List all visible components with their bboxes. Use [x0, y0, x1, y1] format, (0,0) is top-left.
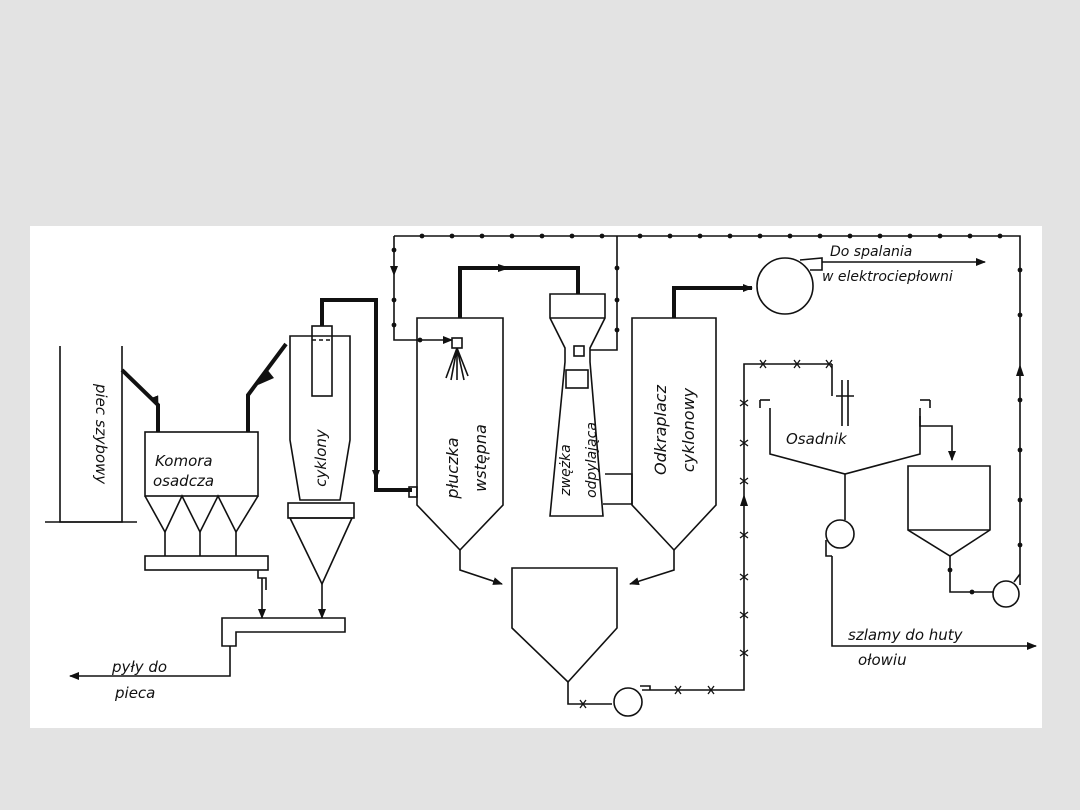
circulation-pump	[579, 359, 833, 717]
label-spalania-2: w elektrociepłowni	[822, 269, 953, 285]
gas-line-furnace-chamber	[120, 368, 160, 432]
gas-line-cyclones-scrubber	[320, 298, 412, 492]
label-piec-szybowy: piec szybowy	[92, 383, 110, 485]
cyclones: cyklony	[287, 325, 355, 586]
label-pluczka-2: wstępna	[471, 424, 490, 492]
label-pyly-2: pieca	[114, 684, 155, 702]
shaft-furnace: piec szybowy	[45, 346, 137, 523]
exhaust-fan: Do spalania w elektrociepłowni	[756, 244, 986, 315]
settling-chamber: Komora osadcza	[144, 431, 269, 590]
label-komora-1: Komora	[155, 452, 213, 470]
settler: Osadnik	[759, 364, 956, 520]
venturi-scrubber: zwężka odpylająca	[549, 293, 606, 517]
label-komora-2: osadcza	[153, 472, 214, 490]
gas-line-chamber-cyclones	[246, 342, 288, 432]
label-odkraplacz-2: cyklonowy	[679, 387, 698, 472]
label-spalania-1: Do spalania	[830, 244, 912, 260]
label-pyly-1: pyły do	[111, 658, 167, 676]
cyclone-droplet-separator: Odkraplacz cyklonowy	[631, 317, 717, 552]
label-zwezka-1: zwężka	[558, 444, 574, 496]
label-cyklony: cyklony	[312, 428, 330, 487]
label-zwezka-2: odpylająca	[584, 422, 600, 498]
label-szlamy-2: ołowiu	[858, 651, 907, 669]
clarified-water-tank	[907, 465, 1021, 608]
label-odkraplacz-1: Odkraplacz	[651, 384, 670, 475]
gas-line-scrubber-venturi	[458, 266, 580, 318]
sludge-pump: szlamy do huty ołowiu	[825, 519, 1037, 669]
water-circuit-top	[390, 233, 1024, 585]
label-osadnik: Osadnik	[786, 430, 848, 448]
collecting-tank	[459, 550, 675, 705]
label-pluczka-1: płuczka	[443, 437, 462, 499]
gas-line-separator-fan	[672, 284, 753, 318]
label-szlamy-1: szlamy do huty	[848, 626, 964, 644]
dust-conveyor: pyły do pieca	[69, 617, 346, 702]
diagram-panel	[30, 226, 1042, 728]
